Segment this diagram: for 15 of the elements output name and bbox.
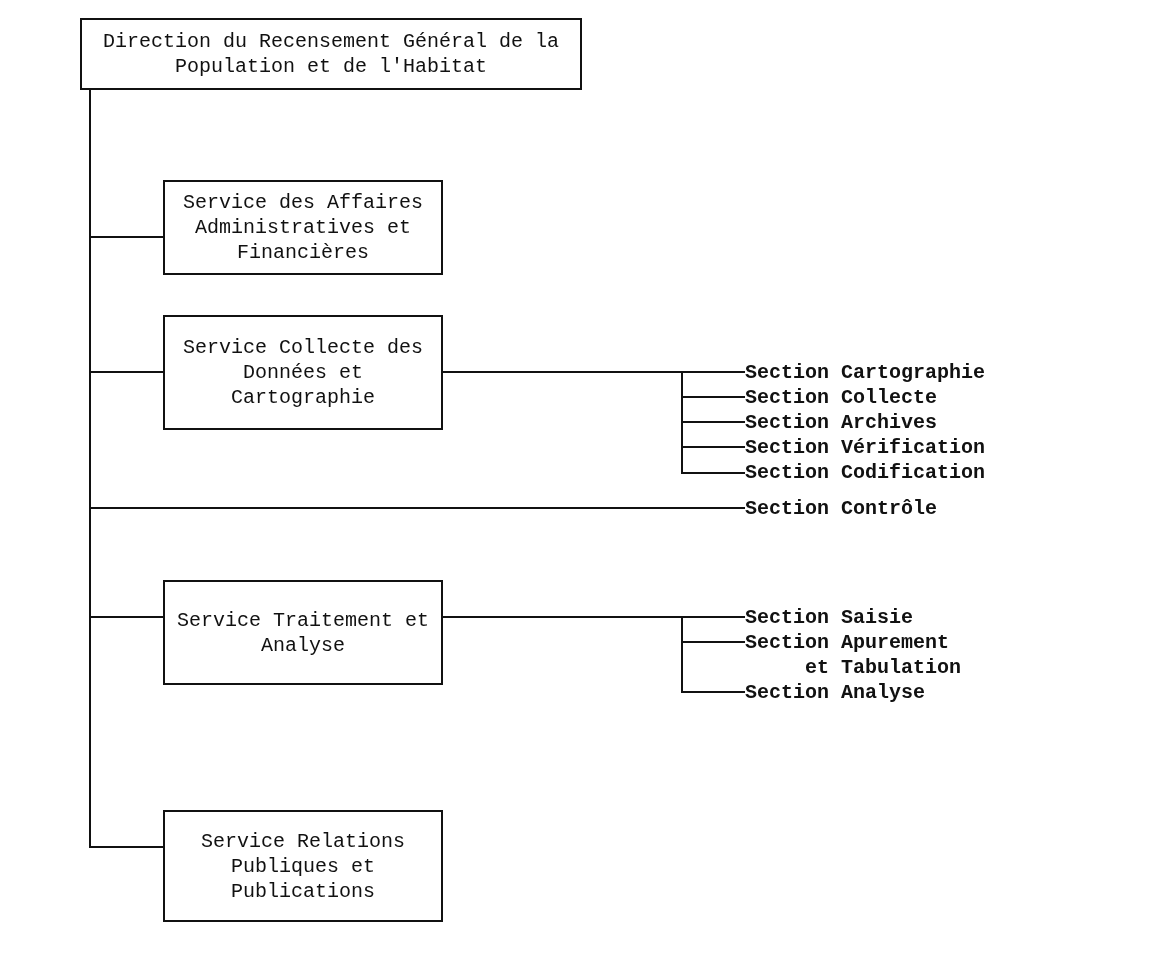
section-label: Section Codification — [745, 460, 986, 485]
section-label: Section Analyse — [745, 680, 926, 705]
section-label: Section Archives — [745, 410, 938, 435]
section-label: Section Saisie — [745, 605, 914, 630]
org-box: Direction du Recensement Général de la Population et de l'Habitat — [80, 18, 582, 90]
org-box: Service Relations Publiques et Publications — [163, 810, 443, 922]
section-label: Section Cartographie — [745, 360, 986, 385]
org-box: Service Traitement et Analyse — [163, 580, 443, 685]
section-label: Section Collecte — [745, 385, 938, 410]
section-label: Section Vérification — [745, 435, 986, 460]
section-label: Section Contrôle — [745, 496, 938, 521]
section-label: Section Apurement et Tabulation — [745, 630, 973, 680]
org-box: Service Collecte des Données et Cartographie — [163, 315, 443, 430]
org-box: Service des Affaires Administratives et Financières — [163, 180, 443, 275]
connector-line — [442, 616, 746, 693]
